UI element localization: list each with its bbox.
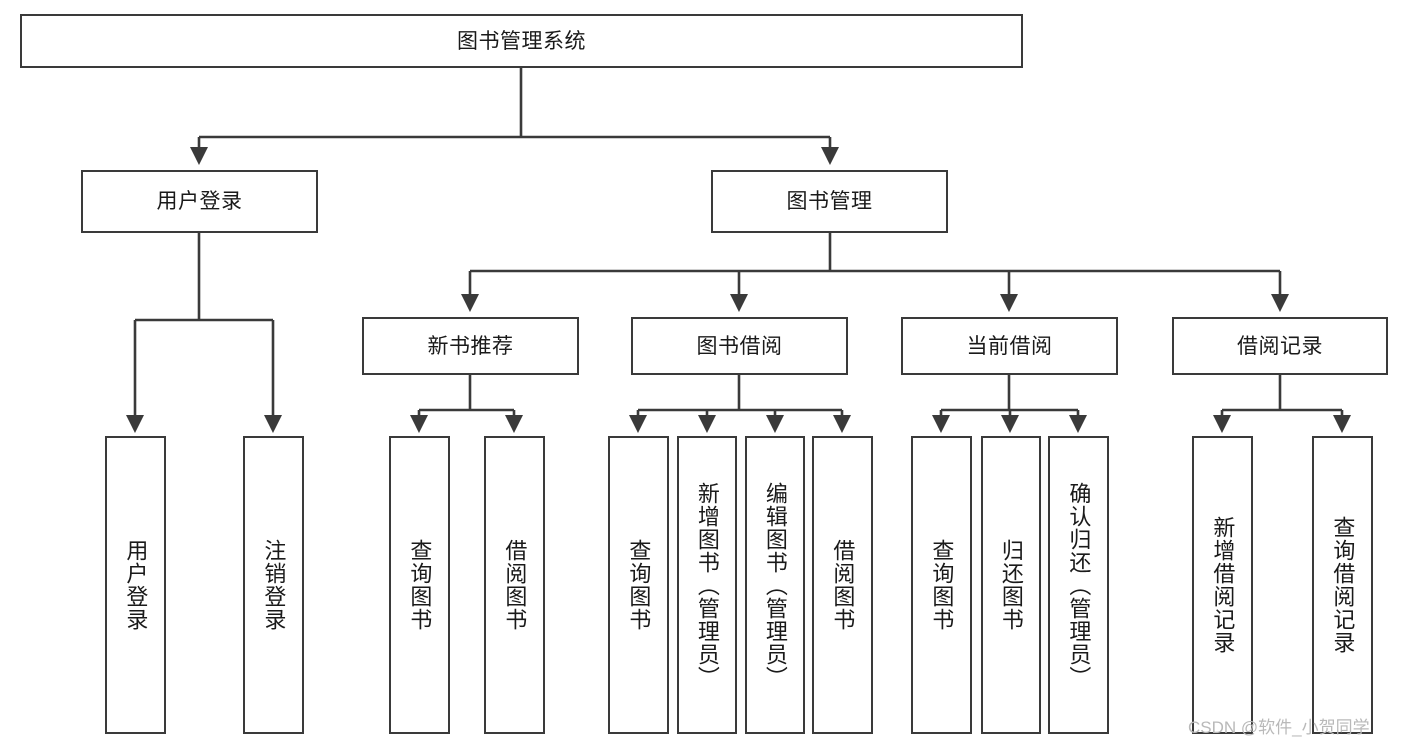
node-current-borrow[interactable]: 当前借阅 <box>901 317 1118 375</box>
leaf-add-record-label: 新增借阅记录 <box>1210 516 1236 654</box>
leaf-query-book-2[interactable]: 查询图书 <box>608 436 669 734</box>
leaf-query-book-1[interactable]: 查询图书 <box>389 436 450 734</box>
node-borrow-record-label: 借阅记录 <box>1237 334 1323 358</box>
leaf-edit-book-label: 编辑图书（管理员） <box>762 481 788 689</box>
leaf-logout[interactable]: 注销登录 <box>243 436 304 734</box>
node-book-management-label: 图书管理 <box>786 190 873 213</box>
leaf-borrow-book-2-label: 借阅图书 <box>830 539 856 631</box>
node-user-login-label: 用户登录 <box>156 190 243 213</box>
node-book-management[interactable]: 图书管理 <box>711 170 948 233</box>
leaf-confirm-return-label: 确认归还（管理员） <box>1066 481 1092 689</box>
node-book-borrow[interactable]: 图书借阅 <box>631 317 848 375</box>
node-user-login[interactable]: 用户登录 <box>81 170 318 233</box>
node-book-borrow-label: 图书借阅 <box>696 334 783 358</box>
leaf-query-record[interactable]: 查询借阅记录 <box>1312 436 1373 734</box>
leaf-add-book[interactable]: 新增图书（管理员） <box>677 436 737 734</box>
leaf-user-login-label: 用户登录 <box>123 539 149 631</box>
leaf-logout-label: 注销登录 <box>261 539 287 631</box>
leaf-return-book-label: 归还图书 <box>998 539 1024 631</box>
csdn-watermark: CSDN @软件_小贺同学 <box>1188 718 1370 737</box>
leaf-edit-book[interactable]: 编辑图书（管理员） <box>745 436 805 734</box>
leaf-user-login[interactable]: 用户登录 <box>105 436 166 734</box>
leaf-borrow-book-2[interactable]: 借阅图书 <box>812 436 873 734</box>
leaf-query-book-2-label: 查询图书 <box>626 539 652 631</box>
node-new-book-recommend-label: 新书推荐 <box>427 334 514 358</box>
leaf-borrow-book-1-label: 借阅图书 <box>502 539 528 631</box>
node-root-label: 图书管理系统 <box>457 29 586 53</box>
leaf-return-book[interactable]: 归还图书 <box>981 436 1041 734</box>
node-new-book-recommend[interactable]: 新书推荐 <box>362 317 579 375</box>
leaf-confirm-return[interactable]: 确认归还（管理员） <box>1048 436 1109 734</box>
node-current-borrow-label: 当前借阅 <box>966 334 1053 358</box>
leaf-borrow-book-1[interactable]: 借阅图书 <box>484 436 545 734</box>
leaf-query-book-3-label: 查询图书 <box>929 539 955 631</box>
leaf-query-record-label: 查询借阅记录 <box>1330 516 1356 654</box>
leaf-add-book-label: 新增图书（管理员） <box>694 481 720 689</box>
leaf-add-record[interactable]: 新增借阅记录 <box>1192 436 1253 734</box>
leaf-query-book-3[interactable]: 查询图书 <box>911 436 972 734</box>
leaf-query-book-1-label: 查询图书 <box>407 539 433 631</box>
node-root[interactable]: 图书管理系统 <box>20 14 1023 68</box>
node-borrow-record[interactable]: 借阅记录 <box>1172 317 1388 375</box>
